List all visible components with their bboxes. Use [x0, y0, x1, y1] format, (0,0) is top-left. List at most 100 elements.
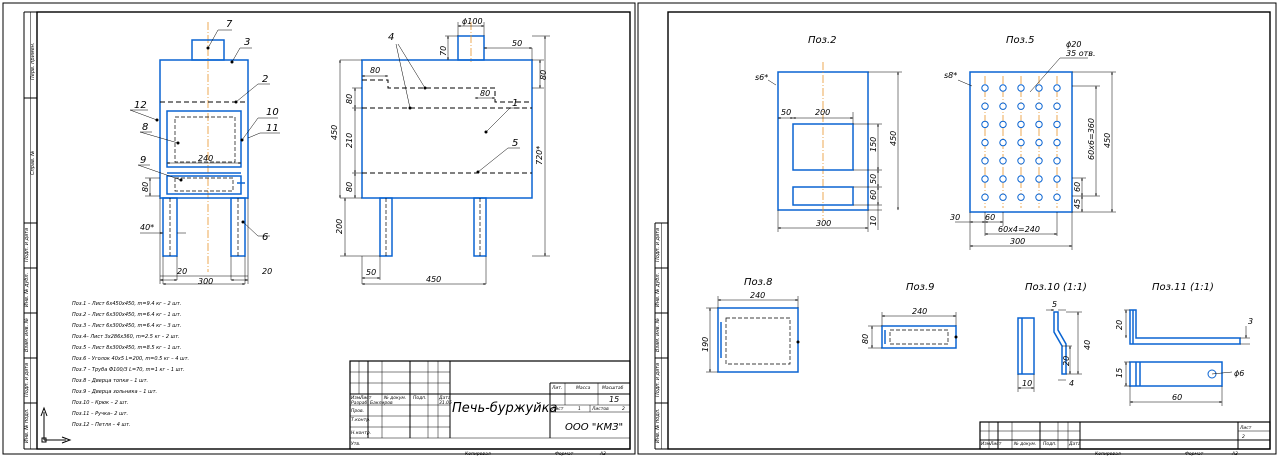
- sheet-1-side-strip: [23, 11, 37, 450]
- ash-frame: [166, 175, 242, 195]
- company-name: ООО "КМЗ": [565, 422, 623, 433]
- callout-8: 8: [142, 122, 148, 133]
- tb-podp: Подп.: [413, 395, 427, 401]
- tb-data-val: 31.05: [439, 400, 452, 406]
- tb2-ndokum: № докум.: [1013, 441, 1036, 447]
- title-block-2: [979, 421, 1271, 450]
- ucs-icon: [40, 406, 72, 444]
- poz2-d150: 150: [869, 137, 878, 152]
- side2-label-podp1: Подп. и дата: [655, 228, 661, 262]
- poz2-d50: 50: [781, 108, 791, 117]
- hole: [999, 102, 1007, 110]
- poz11-d3: 3: [1248, 317, 1253, 326]
- tb-ndokum: № докум.: [383, 395, 406, 401]
- tb2-list-col: Лист: [989, 441, 1002, 447]
- callout-10: 10: [266, 107, 279, 118]
- door-pos9: [174, 177, 234, 192]
- dim-50-bottom: 50: [366, 268, 376, 277]
- sheet-1: Перв. примен. Справ. № Подп. и дата Инв.…: [2, 2, 636, 457]
- poz5-d450: 450: [1103, 133, 1112, 148]
- side2-label-podp2: Подп. и дата: [655, 363, 661, 397]
- dim-80-tr: 80: [539, 70, 548, 80]
- hole: [1017, 157, 1025, 165]
- hole: [1035, 193, 1043, 201]
- poz10-d40: 40: [1083, 340, 1092, 350]
- poz10-d5: 5: [1052, 300, 1057, 309]
- poz2-d10: 10: [869, 216, 878, 226]
- dim-720: 720*: [535, 146, 544, 165]
- hole: [1053, 102, 1061, 110]
- hole: [1053, 138, 1061, 147]
- poz8-d190: 190: [701, 337, 710, 352]
- poz9-title: Поз.9: [906, 282, 935, 293]
- title-block-1: [349, 360, 631, 450]
- poz10-d10: 10: [1022, 379, 1032, 388]
- dim-80-mid: 80: [480, 89, 490, 98]
- note-line: Поз.10 – Крюк – 2 шт.: [72, 400, 129, 406]
- tb2-list: Лист: [1239, 425, 1252, 431]
- note-line: Поз.11 – Ручка– 2 шт.: [72, 411, 128, 417]
- poz11-d15: 15: [1115, 368, 1124, 378]
- hole: [1035, 102, 1043, 110]
- hole: [981, 84, 989, 92]
- tb-massa: Масса: [576, 385, 591, 391]
- tb-scale: 15: [609, 395, 619, 404]
- door-pos8: [174, 116, 236, 163]
- tb-list-num: 1: [578, 406, 581, 412]
- poz2-d300: 300: [816, 219, 831, 228]
- poz2-title: Поз.2: [808, 35, 837, 46]
- poz5-d45: 45: [1073, 199, 1082, 209]
- tb-data: Дата: [438, 395, 451, 401]
- dim-450-v: 450: [330, 125, 339, 140]
- hole: [1017, 138, 1025, 147]
- side2-label-inv-dubl: Инв. № дубл.: [655, 273, 661, 307]
- tb-razrab-name: Баклиров: [370, 400, 393, 406]
- dim-70: 70: [439, 46, 448, 56]
- tb-format: Формат: [555, 451, 574, 457]
- side-label-inv-dubl: Инв. № дубл.: [24, 273, 30, 307]
- hole: [981, 193, 989, 201]
- poz5-title: Поз.5: [1006, 35, 1035, 46]
- side2-label-inv-podl: Инв. № подл.: [655, 409, 661, 444]
- hole: [999, 84, 1007, 92]
- side-view: [339, 22, 550, 285]
- side-label-perv: Перв. примен.: [30, 42, 36, 80]
- dim-d100: ϕ100: [462, 17, 483, 26]
- dim-80-front: 80: [141, 182, 150, 192]
- tb-razrab: Разраб.: [351, 400, 369, 406]
- tb2-list-num: 2: [1242, 434, 1245, 440]
- hole: [1035, 175, 1043, 183]
- view-poz5: [955, 57, 1116, 250]
- tb-kopiroval: Копировал: [465, 451, 491, 457]
- note-line: Поз.8 – Дверца топки – 1 шт.: [72, 378, 148, 384]
- callout-12: 12: [134, 100, 147, 111]
- side-label-sprav: Справ. №: [30, 151, 36, 175]
- side-label-inv-podl: Инв. № подл.: [24, 409, 30, 444]
- poz5-d60h: 60: [985, 213, 995, 222]
- poz5-dia: ϕ20: [1066, 40, 1081, 49]
- hole: [981, 102, 989, 110]
- hole: [981, 120, 989, 129]
- hole: [1035, 157, 1043, 165]
- poz2-d50v: 50: [869, 174, 878, 184]
- dim-300: 300: [198, 277, 213, 286]
- dim-20-left: 20: [177, 267, 187, 276]
- callout-3: 3: [244, 37, 250, 48]
- dim-80-tl: 80: [370, 66, 380, 75]
- tb-list-col: Лист: [359, 395, 372, 401]
- hole: [981, 138, 989, 147]
- tb2-data: Дата: [1068, 441, 1081, 447]
- hole: [1017, 84, 1025, 92]
- poz10-d20: 20: [1062, 356, 1071, 366]
- poz10-title: Поз.10 (1:1): [1025, 282, 1087, 293]
- hole: [1017, 102, 1025, 110]
- parts-notes: Поз.1 – Лист 6х450х450, m=9.4 кг – 2 шт.…: [72, 301, 189, 428]
- hole: [999, 157, 1007, 165]
- sheet-2-outer-border: [637, 2, 1277, 455]
- poz10-d4: 4: [1069, 379, 1074, 388]
- tb2-podp: Подп.: [1043, 441, 1057, 447]
- hole: [999, 175, 1007, 183]
- view-poz8: [706, 296, 800, 373]
- dim-200: 200: [335, 219, 344, 234]
